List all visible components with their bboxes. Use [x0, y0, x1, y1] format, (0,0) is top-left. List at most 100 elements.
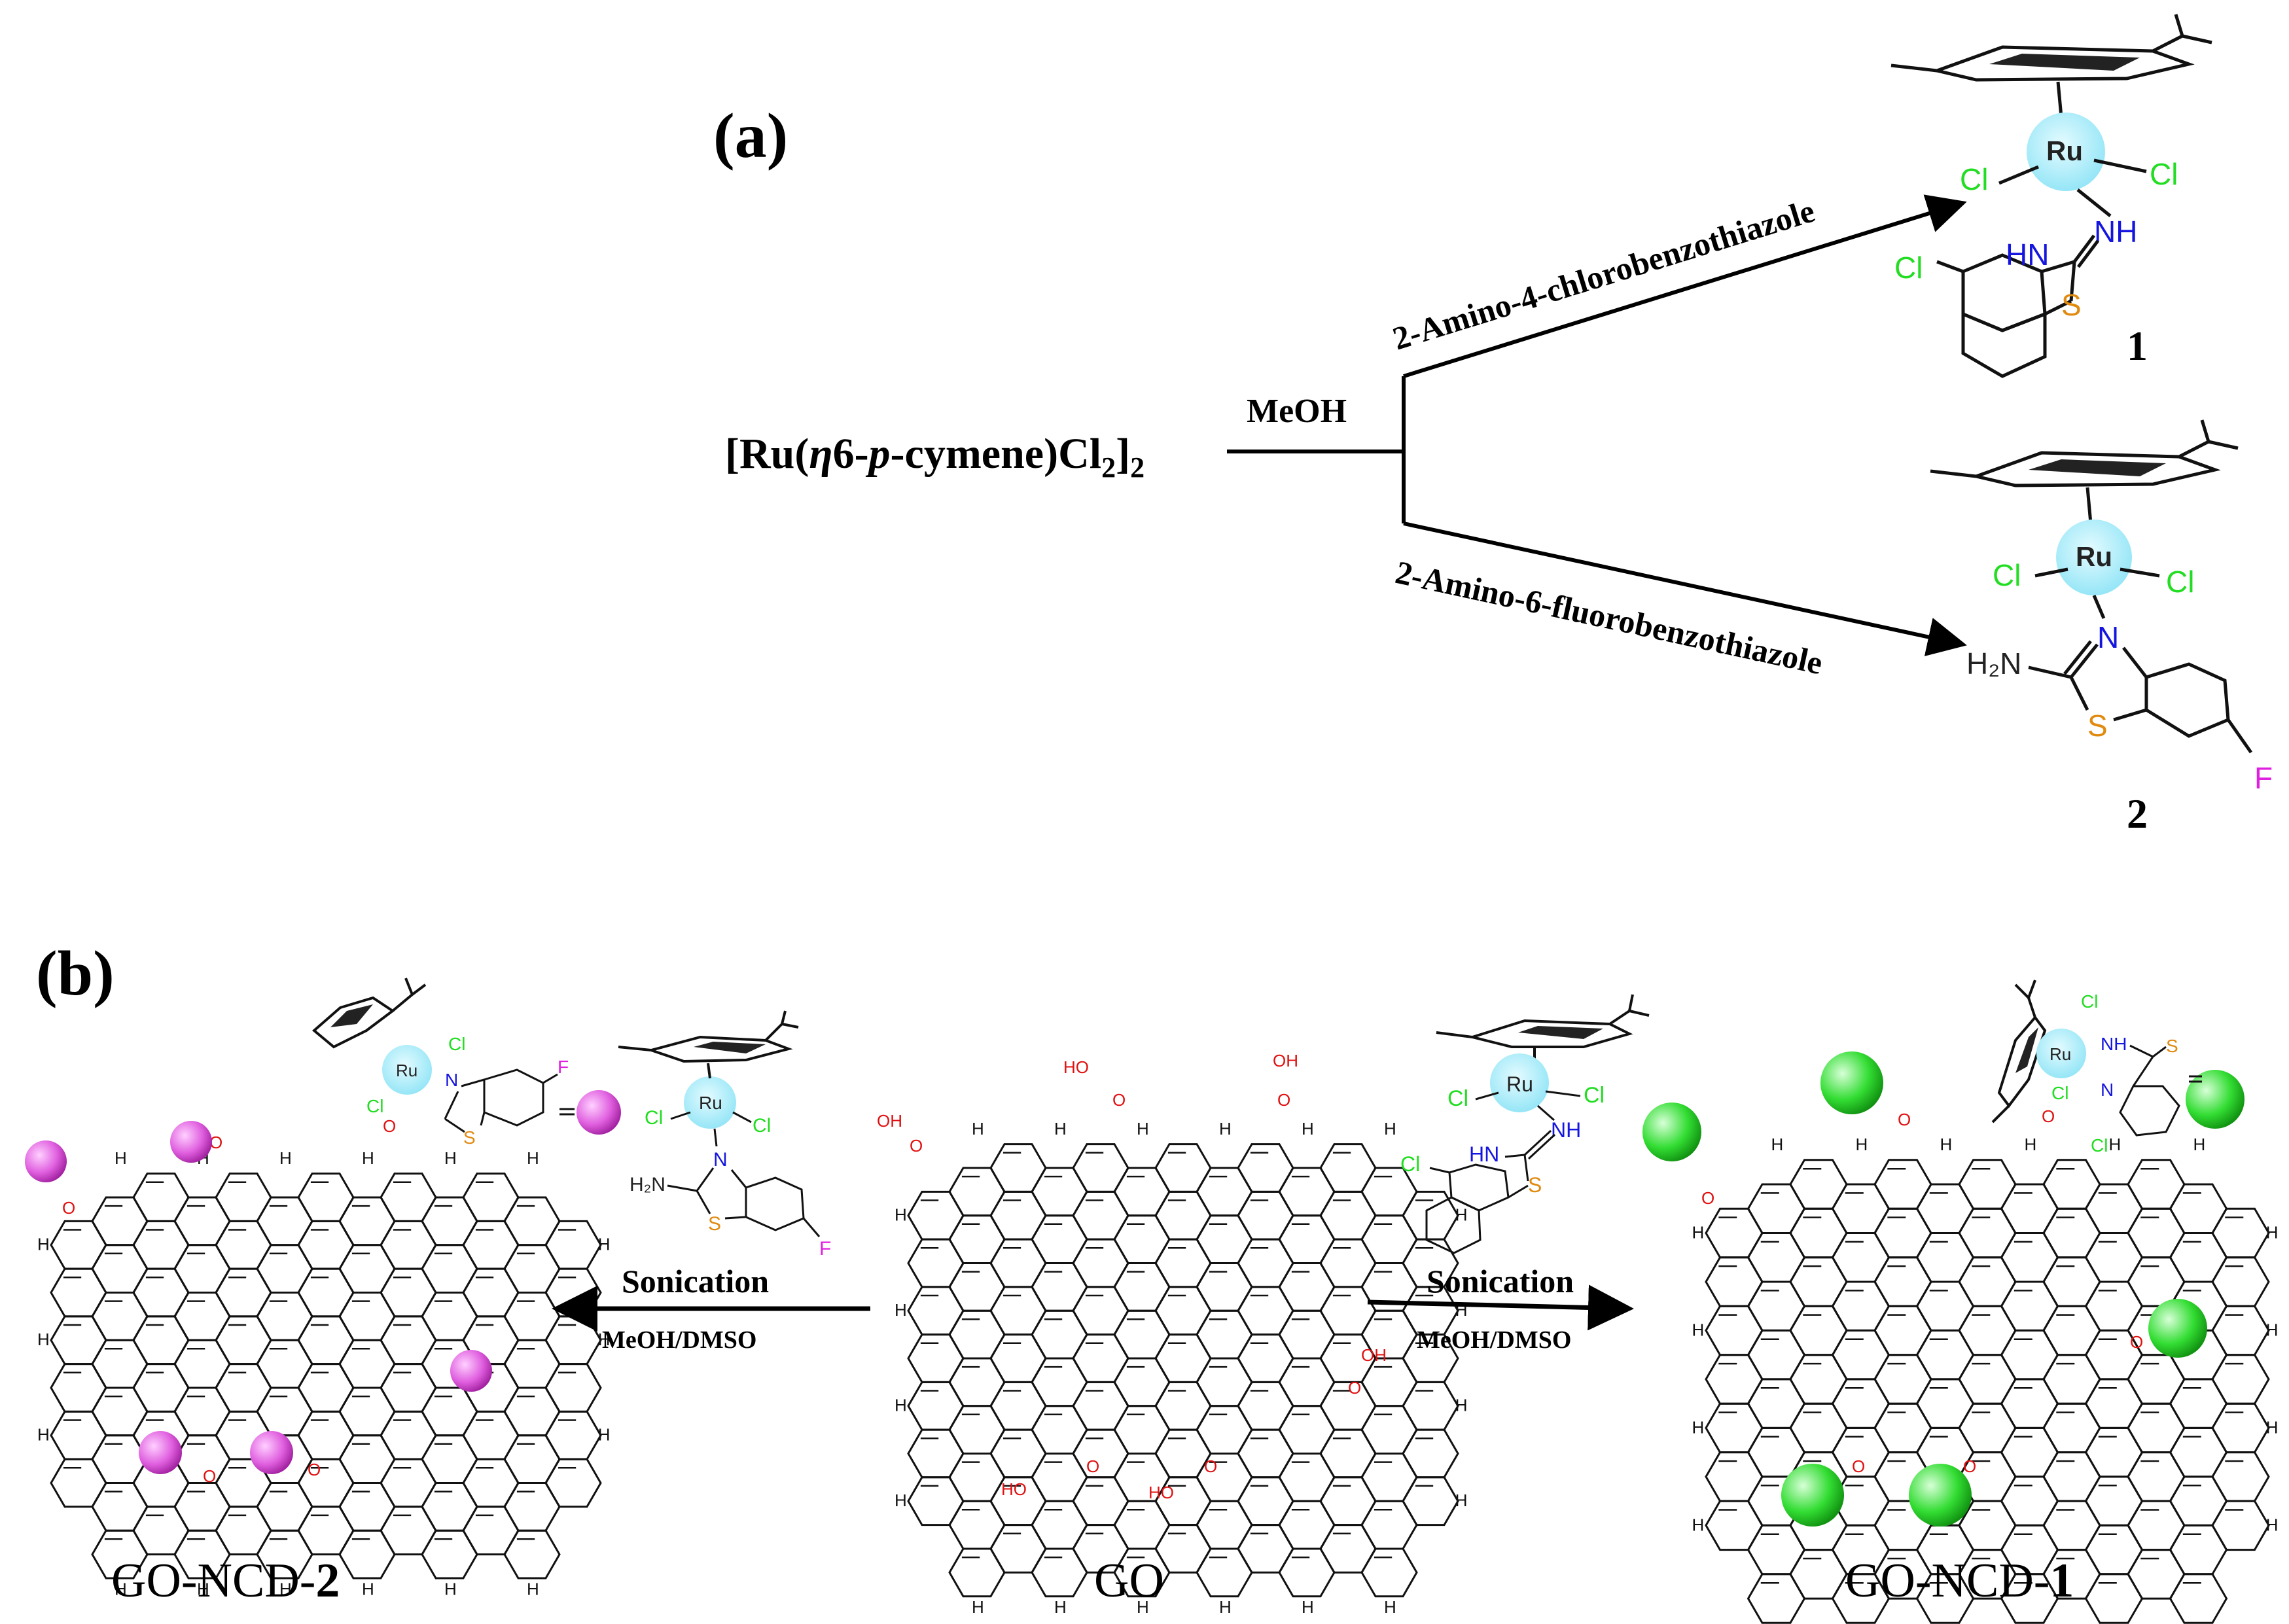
oxygen-label: O	[1204, 1456, 1217, 1476]
hydroxyl-label: OH	[877, 1111, 902, 1131]
graphene-ring	[2042, 1402, 2101, 1454]
graphene-ring	[50, 1363, 107, 1413]
graphene-ring	[1278, 1214, 1336, 1264]
nanoparticle-ball-icon	[1820, 1051, 1883, 1114]
graphene-sheet-icon: HHHHHHHHHHHHHHHHHHOOOOOO	[37, 1116, 611, 1598]
graphene-ring	[380, 1173, 437, 1222]
graphene-ring	[907, 1381, 965, 1431]
graphene-ring	[338, 1196, 396, 1246]
graphene-ring	[2211, 1305, 2270, 1356]
solvent-label: MeOH	[1247, 393, 1347, 430]
graphene-ring	[1747, 1524, 1806, 1576]
graphene-ring	[1154, 1333, 1212, 1383]
panel-b: (b) HHHHHHHHHHHHHHHHHHOOOOOO HHHHHHHHHHH…	[25, 938, 2278, 1624]
panel-a-label: (a)	[713, 101, 788, 171]
cl-label: Cl	[753, 1115, 771, 1137]
graphene-ring	[2084, 1183, 2144, 1234]
graphene-ring	[2084, 1573, 2144, 1624]
oxygen-label: O	[1701, 1188, 1714, 1208]
graphene-ring	[50, 1267, 107, 1318]
graphene-ring	[2127, 1354, 2186, 1405]
graphene-ring	[380, 1410, 437, 1460]
hydrogen-label: H	[279, 1579, 292, 1598]
hydrogen-label: H	[2109, 1135, 2121, 1154]
nanoparticle-ball-icon	[250, 1431, 293, 1474]
cl-label: Cl	[2051, 1083, 2068, 1103]
hydrogen-label: H	[1692, 1320, 1705, 1339]
graphene-ring	[1873, 1354, 1932, 1405]
hydrogen-label: H	[444, 1148, 457, 1168]
graphene-ring	[1958, 1256, 2017, 1307]
graphene-ring	[173, 1386, 231, 1437]
green-nanoparticles	[1642, 1051, 2245, 1527]
graphene-ring	[380, 1363, 437, 1413]
graphene-ring	[132, 1315, 190, 1366]
graphene-ring	[1278, 1500, 1336, 1550]
graphene-ring	[1196, 1547, 1253, 1598]
graphene-ring	[1705, 1305, 1764, 1356]
hydroxyl-label: OH	[1273, 1051, 1298, 1070]
graphene-ring	[1705, 1500, 1764, 1551]
graphene-ring	[1154, 1381, 1212, 1431]
graphene-ring	[503, 1244, 561, 1294]
ru-sphere-icon	[2036, 1029, 2086, 1078]
cl-label-left: Cl	[1960, 162, 1988, 196]
graphene-ring	[91, 1292, 149, 1341]
graphene-ring	[256, 1292, 313, 1341]
graphene-ring	[1789, 1354, 1848, 1405]
graphene-ring	[1154, 1286, 1212, 1336]
graphene-ring	[2211, 1451, 2270, 1502]
graphene-ring	[989, 1143, 1047, 1193]
graphene-ring	[421, 1196, 478, 1246]
graphene-ring	[1873, 1305, 1932, 1356]
graphene-ring	[907, 1190, 965, 1241]
graphene-ring	[989, 1381, 1047, 1431]
graphene-ring	[1831, 1232, 1890, 1283]
cl-label: Cl	[1447, 1086, 1468, 1111]
graphene-ring	[1072, 1428, 1129, 1479]
graphene-ring	[1237, 1286, 1294, 1336]
graphene-ring	[2169, 1232, 2228, 1283]
graphene-ring	[462, 1410, 520, 1460]
hydrogen-label: H	[1856, 1135, 1868, 1154]
graphene-ring	[1747, 1329, 1806, 1381]
graphene-ring	[132, 1220, 190, 1270]
graphene-ring	[1278, 1547, 1336, 1598]
graphene-ring	[1031, 1309, 1088, 1360]
graphene-ring	[421, 1292, 478, 1341]
graphene-ring	[256, 1339, 313, 1389]
graphene-ring	[1915, 1329, 1975, 1381]
graphene-ring	[503, 1292, 561, 1341]
graphene-ring	[91, 1244, 149, 1294]
hydrogen-label: H	[37, 1235, 50, 1254]
product-2-structure: Ru Cl Cl N H₂N S F 2	[1930, 419, 2273, 837]
left-product-label: GO-NCD-2	[111, 1554, 340, 1608]
reagent-bottom-label: 2-Amino-6-fluorobenzothiazole	[1393, 554, 1826, 681]
graphene-ring	[907, 1476, 965, 1527]
graphene-ring	[1237, 1381, 1294, 1431]
graphene-ring	[1113, 1214, 1171, 1264]
graphene-ring	[948, 1547, 1006, 1598]
graphene-ring	[1196, 1309, 1253, 1360]
graphene-ring	[2042, 1451, 2101, 1502]
graphene-ring	[1031, 1214, 1088, 1264]
graphene-ring	[948, 1262, 1006, 1312]
hydrogen-label: H	[527, 1148, 539, 1168]
graphene-ring	[338, 1434, 396, 1484]
s-label: S	[708, 1213, 721, 1235]
graphene-ring	[1278, 1262, 1336, 1312]
graphene-ring	[1319, 1286, 1377, 1336]
right-arrow-bottom-label: MeOH/DMSO	[1417, 1326, 1571, 1354]
hydrogen-label: H	[972, 1119, 984, 1139]
graphene-ring	[256, 1196, 313, 1246]
graphene-ring	[948, 1167, 1006, 1217]
hydrogen-label: H	[1384, 1597, 1396, 1617]
complex-2-attached: Ru Cl Cl N S F	[311, 978, 575, 1148]
graphene-ring	[1360, 1405, 1418, 1455]
nanoparticle-ball-icon	[1909, 1464, 1972, 1527]
ru-label: Ru	[1506, 1072, 1533, 1096]
graphene-ring	[173, 1292, 231, 1341]
graphene-ring	[132, 1173, 190, 1222]
graphene-ring	[989, 1286, 1047, 1336]
graphene-ring	[421, 1482, 478, 1532]
